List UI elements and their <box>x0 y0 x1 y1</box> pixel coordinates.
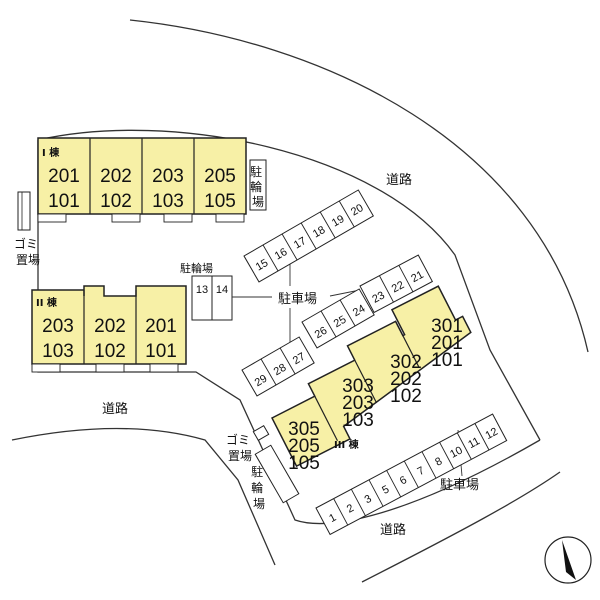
parking-slot-number: 2 <box>345 502 356 515</box>
parking-slot-number: 16 <box>273 246 290 263</box>
garbage-left-label: ゴミ 置場 <box>14 236 42 267</box>
parking-slot-number: 1 <box>327 512 338 525</box>
parking-slot-number: 6 <box>398 474 409 487</box>
unit-label: 203 <box>42 316 74 337</box>
parking-slot-number: 29 <box>253 373 270 390</box>
parking-slot-number: 21 <box>409 269 425 285</box>
building-i-name: I 棟 <box>42 146 60 159</box>
garbage-center-label: ゴミ 置場 <box>226 432 254 463</box>
building-ii: II 棟 203 103 202 102 201 101 <box>31 285 187 373</box>
parking-slot-number: 25 <box>332 314 349 331</box>
unit-label: 102 <box>94 341 126 362</box>
parking-row-right: 23 22 21 <box>359 254 434 314</box>
parking-center-label: 駐車場 <box>278 292 317 307</box>
bike-slot-number: 14 <box>216 284 228 296</box>
parking-slot-number: 17 <box>292 235 309 252</box>
unit-label: 202 <box>94 316 126 337</box>
unit-label: 201 <box>145 316 177 337</box>
road-outer-curve <box>129 19 589 353</box>
north-arrow-icon <box>544 536 592 584</box>
parking-row-upper: 15 16 17 18 19 20 <box>243 189 374 283</box>
unit-label: 302 <box>390 352 422 373</box>
bicycle-parking-top: 駐 輪 場 <box>249 159 267 211</box>
unit-label: 103 <box>42 341 74 362</box>
garbage-area-left: ゴミ 置場 <box>14 191 42 267</box>
parking-slot-number: 5 <box>380 483 391 496</box>
unit-label: 103 <box>342 410 374 431</box>
unit-label: 101 <box>145 341 177 362</box>
unit-label: 101 <box>431 350 463 371</box>
building-iii <box>270 285 472 468</box>
garbage-area-center: ゴミ 置場 <box>226 424 270 463</box>
site-boundary-top <box>37 129 541 441</box>
parking-slot-number: 15 <box>254 257 271 274</box>
building-iii-labels: 305 205 105 III 棟 303 203 103 302 202 10… <box>288 316 463 474</box>
unit-label: 105 <box>288 453 320 474</box>
parking-slot-number: 12 <box>484 426 500 442</box>
parking-slot-number: 10 <box>448 444 464 460</box>
parking-slot-number: 19 <box>330 213 347 230</box>
parking-bottom-label: 駐車場 <box>440 478 479 493</box>
parking-slot-number: 18 <box>311 224 328 241</box>
parking-row-lower: 29 28 27 <box>241 336 315 397</box>
parking-slot-number: 28 <box>272 362 289 379</box>
unit-label: 205 <box>204 166 236 187</box>
parking-slot-number: 22 <box>390 279 406 295</box>
parking-slot-number: 7 <box>416 465 427 478</box>
unit-label: 201 <box>48 166 80 187</box>
unit-label: 303 <box>342 376 374 397</box>
unit-label: 301 <box>431 316 463 337</box>
road-left-lower <box>11 427 276 566</box>
unit-label: 305 <box>288 419 320 440</box>
bicycle-top-label: 駐 輪 場 <box>250 164 266 209</box>
parking-slot-number: 20 <box>349 202 366 219</box>
parking-slot-number: 23 <box>370 289 386 305</box>
building-iii-name: III 棟 <box>334 438 360 451</box>
unit-label: 102 <box>390 386 422 407</box>
unit-label: 203 <box>152 166 184 187</box>
road-label-top-right: 道路 <box>386 172 412 188</box>
road-bottom-edge <box>361 471 561 583</box>
unit-label: 202 <box>390 369 422 390</box>
parking-slot-number: 3 <box>363 493 374 506</box>
parking-slot-number: 26 <box>313 325 330 342</box>
bike-slot-number: 13 <box>196 284 208 296</box>
unit-label: 103 <box>152 191 184 212</box>
parking-row-mid: 26 25 24 <box>301 288 375 349</box>
parking-slot-number: 8 <box>433 455 444 468</box>
road-label-bottom: 道路 <box>380 522 406 538</box>
parking-slot-number: 24 <box>351 303 368 320</box>
unit-label: 205 <box>288 436 320 457</box>
building-iii-footprint <box>270 285 472 468</box>
unit-label: 203 <box>342 393 374 414</box>
parking-row-bottom: 1 2 3 5 6 7 8 10 11 12 <box>315 413 508 536</box>
bicycle-parking-bottom: 駐 輪 場 <box>251 444 300 511</box>
road-label-left: 道路 <box>102 401 128 417</box>
bicycle-mid-label: 駐輪場 <box>180 261 213 275</box>
bicycle-bottom-label: 駐 輪 場 <box>251 464 267 511</box>
unit-label: 102 <box>100 191 132 212</box>
building-ii-name: II 棟 <box>36 296 58 309</box>
bicycle-parking-mid: 駐輪場 13 14 <box>180 261 233 321</box>
unit-label: 202 <box>100 166 132 187</box>
building-i: I 棟 201 101 202 102 203 103 205 105 <box>37 137 247 223</box>
parking-slot-number: 11 <box>466 435 482 451</box>
parking-slot-number: 27 <box>291 351 308 368</box>
unit-label: 105 <box>204 191 236 212</box>
unit-label: 101 <box>48 191 80 212</box>
unit-label: 201 <box>431 333 463 354</box>
